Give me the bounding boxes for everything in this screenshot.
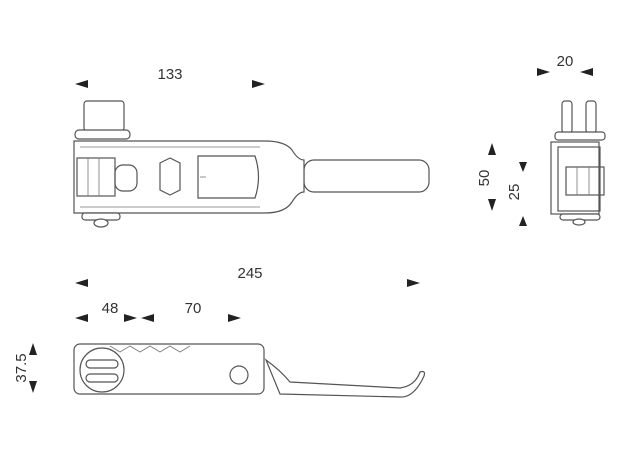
dim-25: 25 — [506, 184, 523, 201]
dim-50: 50 — [476, 170, 493, 187]
dim-20: 20 — [557, 53, 574, 70]
pin — [83, 100, 125, 132]
dim-arrow — [252, 80, 265, 88]
side-body — [73, 343, 265, 395]
dim-48: 48 — [102, 300, 119, 317]
dim-37-5: 37.5 — [13, 353, 30, 382]
logo-hexagon — [159, 157, 181, 196]
slot — [197, 155, 260, 199]
top-view: 133 — [73, 66, 430, 228]
dim-133: 133 — [157, 66, 182, 83]
body — [73, 140, 305, 214]
dim-245: 245 — [237, 265, 262, 282]
collar — [74, 129, 131, 140]
dim-arrow — [75, 80, 88, 88]
rivet — [229, 365, 249, 385]
side-view: 245 48 70 37.5 — [13, 265, 426, 398]
handle — [303, 159, 430, 193]
knob — [79, 347, 125, 393]
lever — [264, 358, 426, 398]
dim-70: 70 — [185, 300, 202, 317]
end-view: 20 50 25 — [476, 53, 606, 226]
